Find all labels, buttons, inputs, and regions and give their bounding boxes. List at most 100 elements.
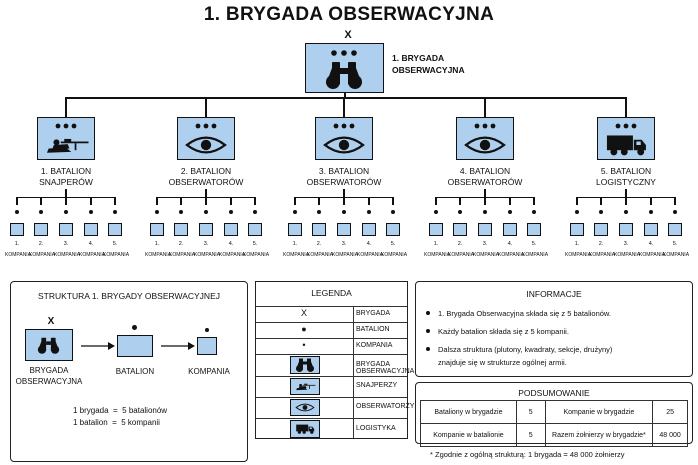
arrow-icon [161,342,195,350]
summary-cell: 5 [515,423,546,447]
sniper-icon [296,383,316,391]
company-label: KOMPANIA [79,252,106,258]
company-drop [65,197,67,205]
company-box[interactable] [386,223,400,236]
company-box[interactable] [174,223,188,236]
company-number: 1. [292,241,298,247]
company-box[interactable] [59,223,73,236]
truck-icon [606,135,646,156]
eye-icon [464,136,506,154]
company-number: 5. [672,241,678,247]
company-box[interactable] [478,223,492,236]
summary-title: PODSUMOWANIE [518,388,590,398]
company-drop [576,197,578,205]
company-label: KOMPANIA [473,252,500,258]
company-label: KOMPANIA [103,252,130,258]
company-label: KOMPANIA [169,252,196,258]
company-dot [204,210,208,214]
company-dot [367,210,371,214]
company-drop [533,197,535,205]
company-box[interactable] [619,223,633,236]
company-box[interactable] [312,223,326,236]
battalion-label-1: 5. BATALION [600,166,652,176]
company-box[interactable] [527,223,541,236]
legend-row-line [256,338,407,339]
legend-symbol: ● [301,324,307,334]
company-label: KOMPANIA [307,252,334,258]
structure-binoculars-icon [37,337,60,354]
brigade-box[interactable] [305,43,384,93]
company-dot [342,210,346,214]
company-box[interactable] [10,223,24,236]
summary-cell: Razem żołnierzy w brygadzie* [544,423,654,447]
company-box[interactable] [594,223,608,236]
company-dot [434,210,438,214]
company-box[interactable] [570,223,584,236]
company-drop [509,197,511,205]
summary-footnote: * Zgodnie z ogólną strukturą: 1 brygada … [430,450,625,459]
structure-brigade-symbol: X [47,316,55,327]
legend-text: BRYGADA [356,309,391,317]
info-bullet [426,347,430,351]
eye-icon [295,403,315,412]
company-box[interactable] [150,223,164,236]
company-box[interactable] [453,223,467,236]
company-label: KOMPANIA [29,252,56,258]
company-dot [293,210,297,214]
summary-row: Kompanie w batalionie 5 Razem żołnierzy … [420,423,688,447]
company-box[interactable] [337,223,351,236]
battalion-box[interactable] [597,117,655,160]
battalion-box[interactable] [315,117,373,160]
company-dot [113,210,117,214]
company-box[interactable] [288,223,302,236]
battalion-stem [625,97,627,117]
battalion-stem [343,97,345,117]
legend-symbol: • [302,340,306,350]
summary-cell: 48 000 [652,423,688,447]
info-title: INFORMACJE [526,289,582,299]
battalion-box[interactable] [177,117,235,160]
company-label: KOMPANIA [424,252,451,258]
legend-row-line [256,418,407,419]
company-label: KOMPANIA [5,252,32,258]
company-box[interactable] [224,223,238,236]
company-drop [156,197,158,205]
company-dot [624,210,628,214]
company-box[interactable] [644,223,658,236]
company-box[interactable] [248,223,262,236]
battalion-label-1: 4. BATALION [459,166,511,176]
company-drop [180,197,182,205]
company-number: 2. [598,241,604,247]
company-box[interactable] [199,223,213,236]
battalion-box[interactable] [456,117,514,160]
company-box[interactable] [503,223,517,236]
company-box[interactable] [362,223,376,236]
company-box[interactable] [429,223,443,236]
legend-divider [353,306,354,438]
brigade-symbol: X [344,29,352,41]
legend-symbol-box [290,420,320,438]
info-text: 1. Brygada Obserwacyjna składa się z 5 b… [438,309,612,318]
legend-text: OBSERWATORZY [356,403,415,410]
summary-cell: 5 [515,400,546,424]
company-drop [318,197,320,205]
company-box[interactable] [84,223,98,236]
company-drop [459,197,461,205]
company-number: 3. [482,241,488,247]
company-dot [483,210,487,214]
structure-title: STRUKTURA 1. BRYGADY OBSERWACYJNEJ [37,291,220,301]
company-box[interactable] [668,223,682,236]
battalion-label-2: SNAJPERÓW [39,177,93,187]
company-label: KOMPANIA [332,252,359,258]
structure-equation-2: 1 batalion = 5 kompanii [73,418,160,427]
sniper-icon [46,138,89,153]
company-number: 4. [366,241,372,247]
battalion-box[interactable] [37,117,95,160]
structure-company-dot [205,328,209,332]
summary-table: Bataliony w brygadzie 5 Kompanie w bryga… [420,400,688,447]
battalion-dots-icon [55,123,77,129]
company-box[interactable] [34,223,48,236]
company-dot [649,210,653,214]
company-box[interactable] [108,223,122,236]
company-label: KOMPANIA [219,252,246,258]
